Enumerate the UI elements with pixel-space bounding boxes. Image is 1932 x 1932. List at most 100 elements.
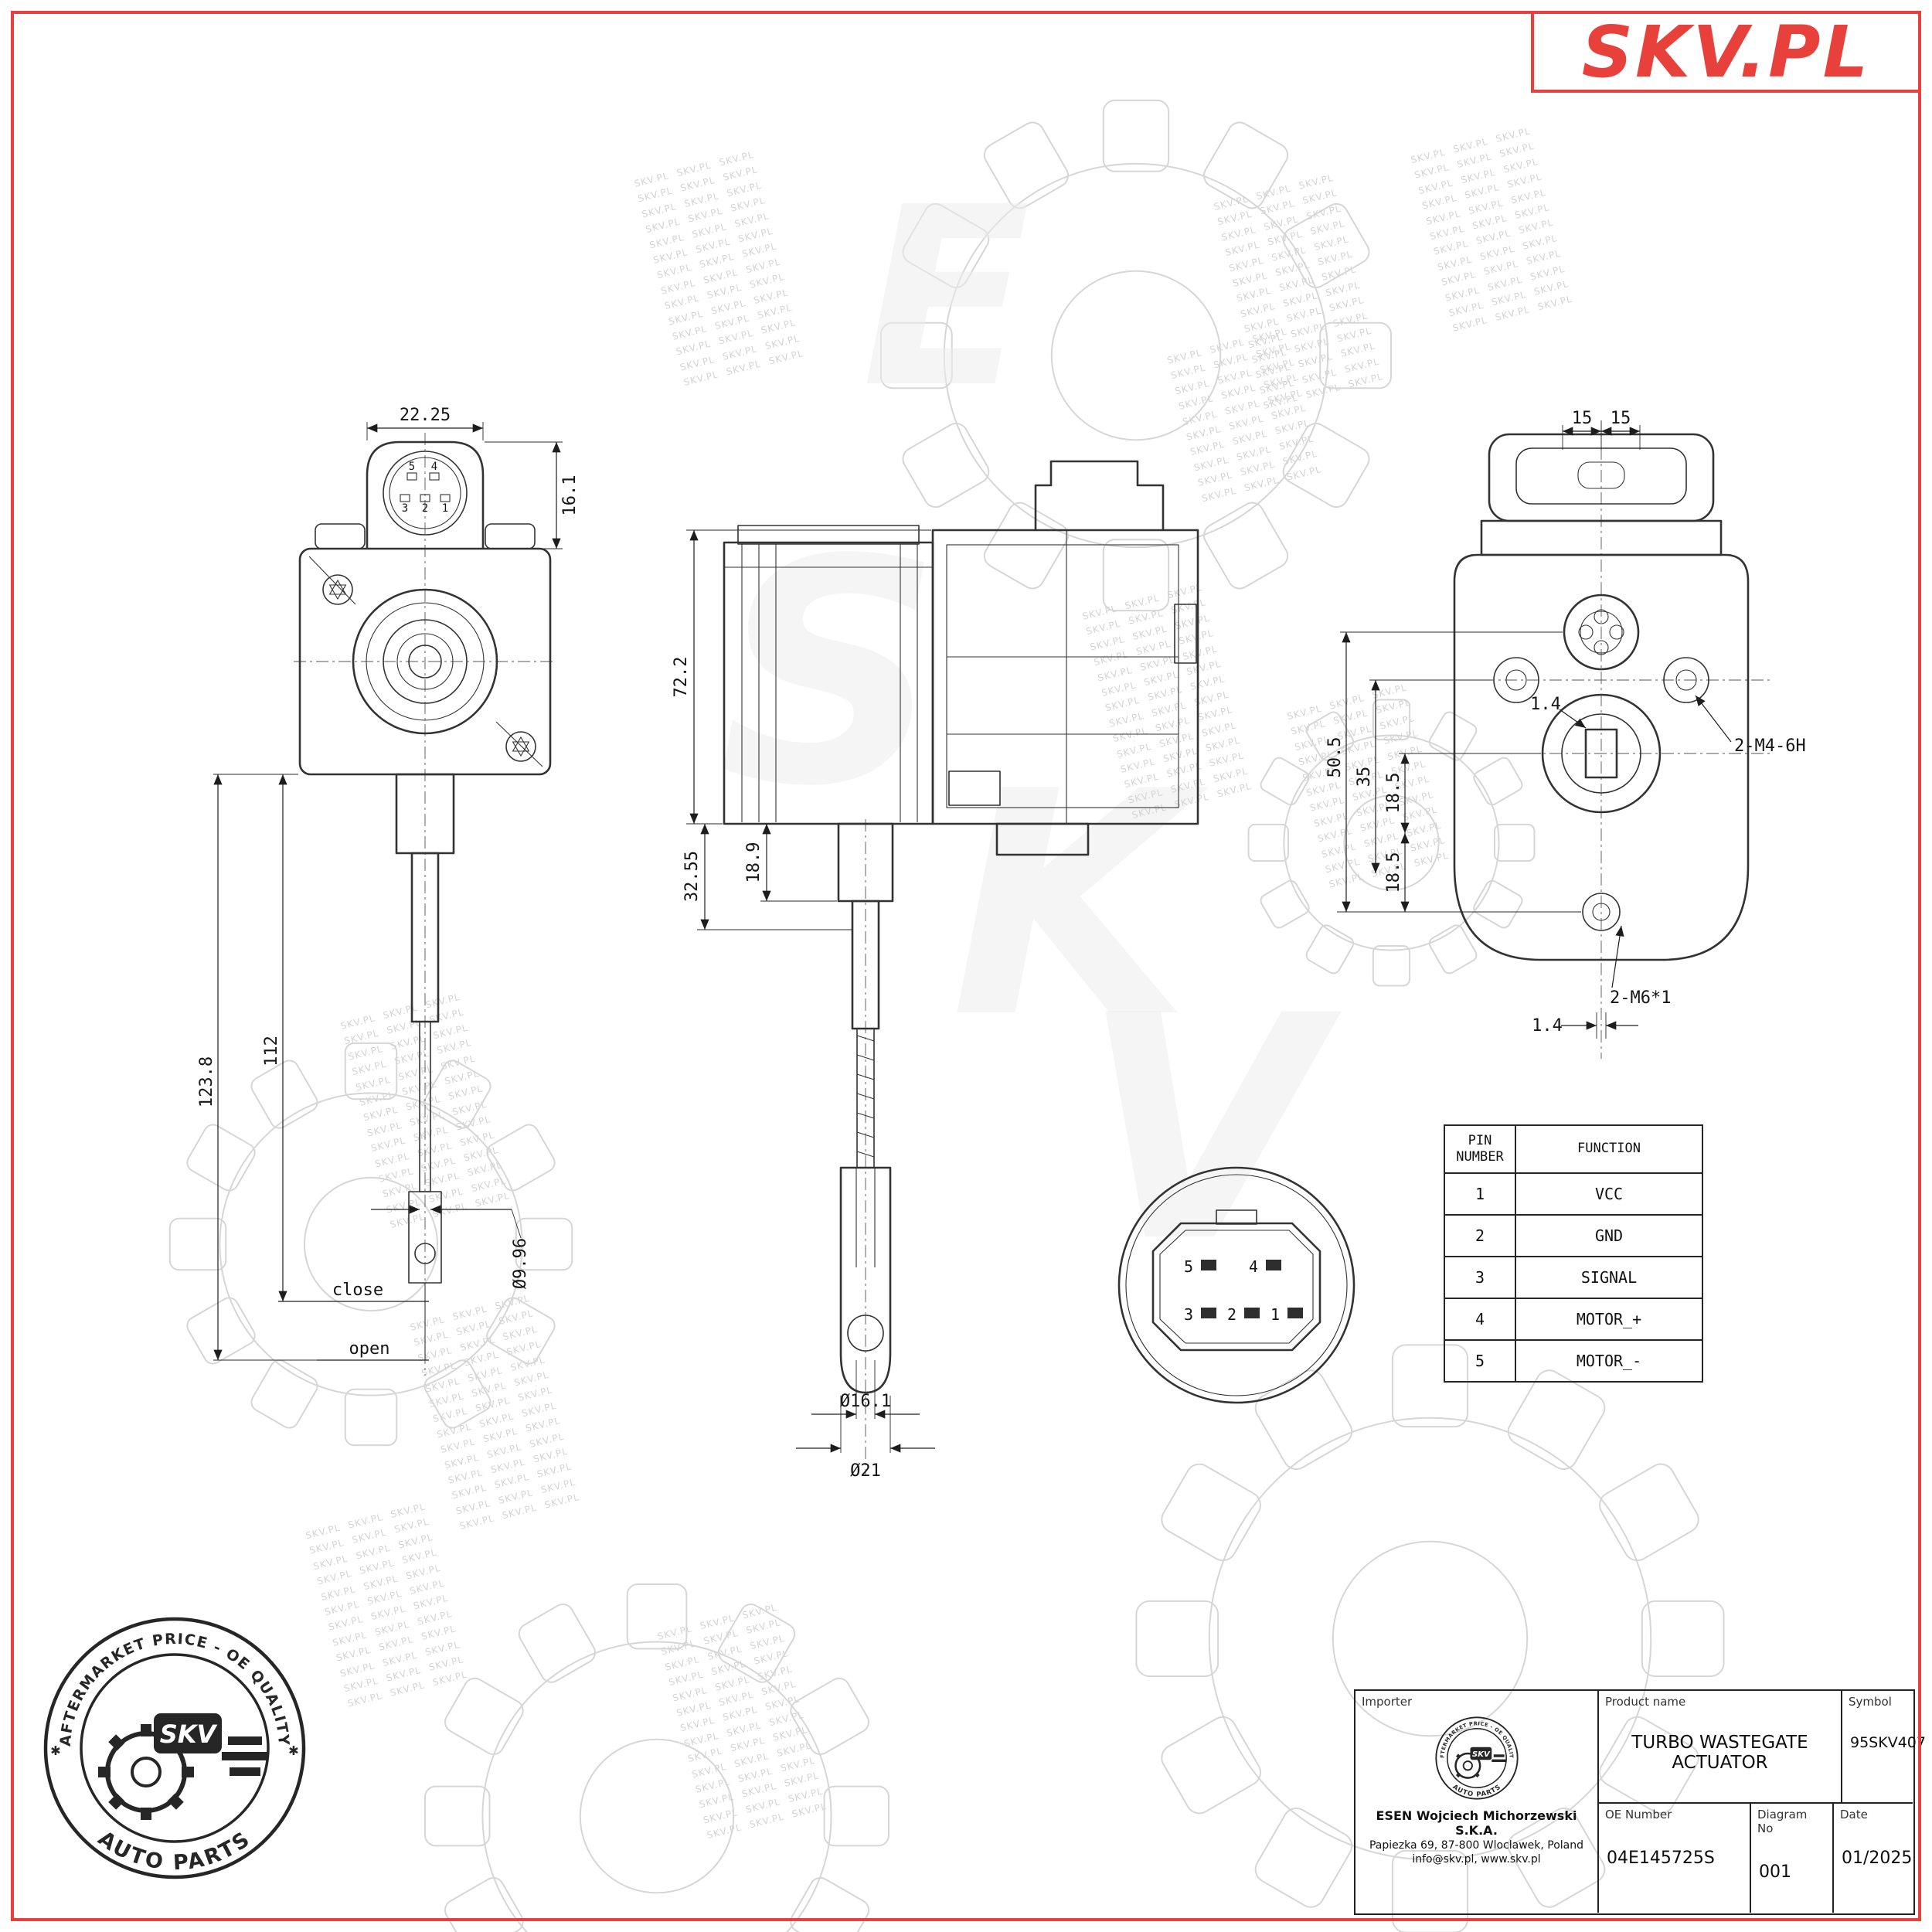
svg-text:2-M4-6H: 2-M4-6H [1734, 736, 1806, 756]
watermark-letter: S [719, 495, 942, 854]
function-header: FUNCTION [1515, 1124, 1703, 1174]
function-cell: VCC [1515, 1172, 1703, 1216]
pin-function-table: PIN NUMBER FUNCTION 1 VCC 2 GND 3 SIGNAL… [1444, 1124, 1703, 1383]
side-view-drawing: 72.2 32.55 18.9 Ø16.1 Ø21 [672, 460, 1199, 1481]
front-connector: 5 4 3 2 1 [366, 440, 485, 549]
svg-text:15: 15 [1611, 409, 1631, 428]
function-cell: MOTOR_+ [1515, 1298, 1703, 1341]
dimension-112: 112 [262, 774, 287, 1301]
dimension-35: 35 [1355, 679, 1492, 873]
pin-number: 5 [1184, 1257, 1193, 1276]
diagram-no-cell: Diagram No 001 [1751, 1804, 1834, 1913]
watermark-text-tile: SKV.PL SKV.PL SKV.PL SKV.PL SKV.PL SKV.P… [633, 148, 805, 389]
dimension-16-1: 16.1 [485, 441, 580, 549]
svg-text:72.2: 72.2 [672, 657, 691, 698]
svg-text:Ø21: Ø21 [850, 1461, 881, 1481]
svg-text:Ø9.96: Ø9.96 [511, 1238, 530, 1289]
date-label: Date [1840, 1808, 1868, 1821]
oe-number-value: 04E145725S [1607, 1849, 1715, 1868]
open-annotation: open [317, 1339, 429, 1361]
watermark-text-tile: SKV.PL SKV.PL SKV.PL SKV.PL SKV.PL SKV.P… [1410, 125, 1574, 334]
product-name-value: TURBO WASTEGATE ACTUATOR [1631, 1733, 1808, 1773]
front-rod [395, 773, 455, 1360]
date-cell: Date 01/2025 [1834, 1804, 1913, 1913]
dimension-22-25: 22.25 [366, 406, 484, 440]
pin-cell: 5 [1444, 1339, 1516, 1383]
dimension-15-15: 15 15 [1562, 409, 1641, 450]
svg-text:22.25: 22.25 [400, 406, 451, 425]
pin-number: 5 [409, 461, 415, 473]
pin-cell: 2 [1444, 1214, 1516, 1257]
svg-text:15: 15 [1572, 409, 1593, 428]
torx-screw [505, 731, 536, 762]
table-row: 1 VCC [1444, 1172, 1703, 1216]
watermark-letter: V [1082, 951, 1321, 1310]
product-name-label: Product name [1605, 1695, 1686, 1709]
pin-cell: 1 [1444, 1172, 1516, 1216]
dimension-50-5: 50.5 [1325, 631, 1581, 913]
connector-body [1151, 1209, 1321, 1352]
stamp-star-right: ✱ [289, 1740, 299, 1759]
watermark-letter: K [951, 726, 1190, 1086]
dimension-123-8: 123.8 [197, 774, 317, 1361]
pin-number: 2 [1227, 1305, 1236, 1324]
pin-number: 3 [402, 502, 408, 515]
svg-text:Ø16.1: Ø16.1 [840, 1392, 891, 1411]
oe-number-label: OE Number [1605, 1808, 1672, 1821]
importer-company: ESEN Wojciech Michorzewski S.K.A. [1376, 1808, 1577, 1838]
svg-text:18.9: 18.9 [744, 842, 764, 883]
symbol-value: 95SKV407 [1850, 1734, 1926, 1751]
dimension-32-55: 32.55 [682, 824, 852, 930]
svg-text:32.55: 32.55 [682, 851, 702, 902]
stamp-center-logo: SKV [98, 1713, 267, 1820]
dimension-1-4-top: 1.4 [1530, 695, 1587, 729]
svg-text:SKV: SKV [160, 1719, 218, 1749]
svg-text:open: open [349, 1339, 390, 1359]
stamp-center-logo: SKV [1454, 1747, 1506, 1779]
dimension-1-4-bottom: 1.4 [1532, 1012, 1638, 1039]
svg-text:18.5: 18.5 [1384, 773, 1403, 814]
oe-number-cell: OE Number 04E145725S [1599, 1804, 1751, 1913]
product-name-cell: Product name TURBO WASTEGATE ACTUATOR [1599, 1691, 1842, 1804]
dimension-18-9: 18.9 [744, 824, 837, 902]
diagram-no-value: 001 [1759, 1862, 1791, 1882]
connector-pins: 5 4 3 2 1 [1184, 1257, 1303, 1324]
svg-text:18.5: 18.5 [1384, 852, 1403, 893]
dimension-72-2: 72.2 [672, 529, 931, 825]
diagram-no-label: Diagram No [1757, 1808, 1808, 1835]
brand-logo-text: SKV.PL [1581, 10, 1871, 94]
pin-cell: 3 [1444, 1256, 1516, 1299]
svg-text:16.1: 16.1 [560, 475, 580, 516]
pin-number: 4 [1249, 1257, 1258, 1276]
front-view-drawing: 5 4 3 2 1 22.25 16.1 [197, 406, 580, 1376]
importer-stamp-logo: AFTERMARKET PRICE - OE QUALITY AUTO PART… [1428, 1708, 1519, 1800]
dimension-clevis-width: Ø21 [796, 1396, 935, 1481]
pin-number: 1 [1270, 1305, 1280, 1324]
importer-address: Papiezka 69, 87-800 Wloclawek, Poland [1369, 1839, 1584, 1852]
pin-number-header: PIN NUMBER [1444, 1124, 1516, 1174]
dimension-18-5-upper: 18.5 [1384, 753, 1541, 833]
table-row: 4 MOTOR_+ [1444, 1298, 1703, 1341]
function-cell: SIGNAL [1515, 1256, 1703, 1299]
svg-text:50.5: 50.5 [1325, 737, 1345, 778]
svg-text:1.4: 1.4 [1530, 695, 1561, 714]
function-cell: GND [1515, 1214, 1703, 1257]
side-connector [1034, 460, 1165, 530]
importer-contact: info@skv.pl, www.skv.pl [1412, 1853, 1541, 1866]
svg-text:1.4: 1.4 [1532, 1016, 1563, 1036]
watermark-letter: E [862, 155, 1031, 442]
pin-number: 2 [422, 502, 428, 515]
pin-number: 3 [1184, 1305, 1193, 1324]
dimension-18-5-lower: 18.5 [1384, 833, 1410, 912]
pin-cell: 4 [1444, 1298, 1516, 1341]
stamp-arc-bottom-text: AUTO PARTS [94, 1826, 256, 1875]
importer-cell: Importer AFTERMARKET PRICE - OE QUALITY … [1355, 1691, 1599, 1913]
side-body [723, 525, 1199, 856]
quality-stamp: AFTERMARKET PRICE - OE QUALITY AUTO PART… [43, 1617, 306, 1879]
stamp-star-left: ✱ [51, 1740, 61, 1759]
svg-text:112: 112 [262, 1036, 281, 1066]
pin-number: 4 [431, 461, 437, 473]
back-view-drawing: 15 15 50.5 35 18.5 18. [1325, 409, 1806, 1059]
side-rod [837, 822, 894, 1394]
svg-text:35: 35 [1355, 767, 1374, 787]
